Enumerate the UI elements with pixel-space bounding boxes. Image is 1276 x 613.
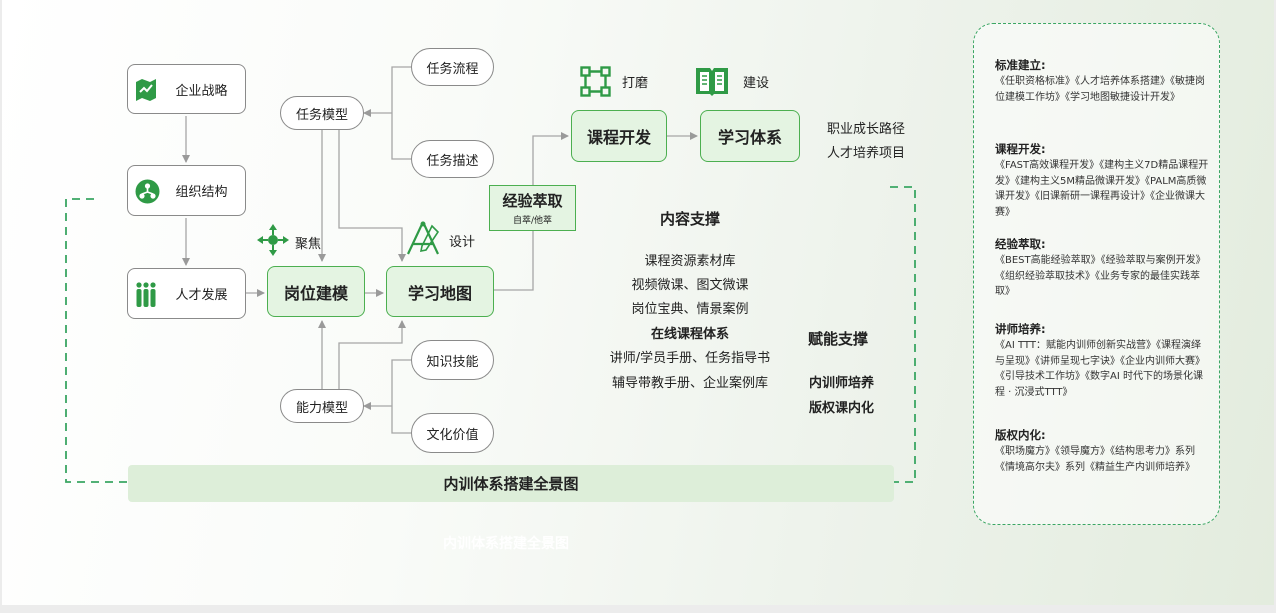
- content-support-title: 内容支撑: [659, 210, 720, 228]
- knowledge-skill-label: 知识技能: [426, 354, 479, 370]
- panel-section-copyright: 版权内化: 《职场魔方》《领导魔方》《结构思考力》系列《情境高尔夫》系列《精益生…: [995, 427, 1210, 475]
- panel-section-title: 标准建立:: [995, 58, 1046, 72]
- polish-icon: [580, 66, 611, 97]
- ability-model-label: 能力模型: [295, 400, 348, 416]
- overview-banner-label: 内训体系搭建全景图: [443, 475, 579, 493]
- task-model-label: 任务模型: [295, 107, 348, 123]
- experience-extraction-node: 经验萃取 自萃/他萃: [489, 185, 576, 231]
- culture-value-node: 文化价值: [411, 413, 494, 453]
- learning-map-label: 学习地图: [407, 283, 472, 303]
- panel-section-standards: 标准建立: 《任职资格标准》《人才培养体系搭建》《敏捷岗位建模工作坊》《学习地图…: [995, 57, 1210, 105]
- panel-section-course-dev: 课程开发: 《FAST高效课程开发》《建构主义7D精品课程开发》《建构主义5M精…: [995, 141, 1210, 220]
- course-development-label: 课程开发: [586, 128, 651, 147]
- career-path-text: 职业成长路径: [827, 122, 906, 137]
- empower-support-title: 赋能支撑: [808, 330, 869, 348]
- panel-section-body: 《AI TTT：赋能内训师创新实战营》《课程演绎与呈现》《讲师呈现七字诀》《企业…: [995, 340, 1205, 398]
- focus-icon: [257, 224, 289, 256]
- position-modeling-node: 岗位建模: [267, 266, 365, 317]
- talent-development-label: 人才发展: [175, 288, 228, 303]
- learning-system-node: 学习体系: [700, 110, 800, 162]
- solutions-panel: 标准建立: 《任职资格标准》《人才培养体系搭建》《敏捷岗位建模工作坊》《学习地图…: [973, 23, 1220, 525]
- task-model-node: 任务模型: [280, 96, 364, 130]
- content-item: 视频微课、图文微课: [631, 278, 749, 293]
- ability-model-node: 能力模型: [280, 389, 364, 423]
- map-icon: [136, 79, 156, 101]
- task-description-node: 任务描述: [411, 140, 494, 178]
- panel-section-body: 《FAST高效课程开发》《建构主义7D精品课程开发》《建构主义5M精品微课开发》…: [995, 160, 1209, 218]
- panel-section-body: 《BEST高能经验萃取》《经验萃取与案例开发》《组织经验萃取技术》《业务专家的最…: [995, 255, 1206, 297]
- experience-extraction-label: 经验萃取: [502, 192, 563, 210]
- experience-extraction-sub: 自萃/他萃: [512, 216, 553, 226]
- content-item: 讲师/学员手册、任务指导书: [609, 351, 771, 366]
- panel-section-title: 讲师培养:: [995, 322, 1046, 336]
- people-icon: [136, 282, 156, 307]
- culture-value-label: 文化价值: [426, 427, 479, 443]
- content-item: 辅导带教手册、企业案例库: [611, 376, 768, 391]
- content-item: 岗位宝典、情景案例: [631, 302, 749, 317]
- focus-label: 聚焦: [295, 237, 322, 252]
- design-label: 设计: [449, 235, 476, 250]
- org-chart-icon: [135, 179, 160, 204]
- talent-development-node: 人才发展: [127, 268, 246, 319]
- panel-section-title: 版权内化:: [995, 428, 1046, 442]
- panel-section-title: 课程开发:: [995, 142, 1046, 156]
- panel-section-trainer: 讲师培养: 《AI TTT：赋能内训师创新实战营》《课程演绎与呈现》《讲师呈现七…: [995, 321, 1210, 400]
- content-item: 在线课程体系: [650, 327, 729, 342]
- org-structure-label: 组织结构: [175, 185, 228, 200]
- overview-banner: 内训体系搭建全景图: [128, 465, 894, 502]
- design-icon: [407, 221, 440, 255]
- book-icon: [696, 68, 728, 96]
- learning-system-label: 学习体系: [717, 128, 782, 147]
- position-modeling-label: 岗位建模: [283, 283, 348, 303]
- task-description-label: 任务描述: [426, 153, 479, 169]
- course-development-node: 课程开发: [571, 110, 667, 162]
- panel-section-body: 《任职资格标准》《人才培养体系搭建》《敏捷岗位建模工作坊》《学习地图敏捷设计开发…: [995, 76, 1205, 103]
- knowledge-skill-node: 知识技能: [411, 340, 494, 380]
- panel-section-title: 经验萃取:: [995, 237, 1046, 251]
- strategy-label: 企业战略: [175, 83, 228, 99]
- learning-map-node: 学习地图: [386, 266, 494, 317]
- org-structure-node: 组织结构: [127, 165, 246, 216]
- strategy-node: 企业战略: [127, 64, 246, 114]
- build-label: 建设: [743, 76, 770, 91]
- empower-item: 版权课内化: [809, 401, 875, 416]
- panel-section-experience: 经验萃取: 《BEST高能经验萃取》《经验萃取与案例开发》《组织经验萃取技术》《…: [995, 236, 1210, 300]
- empower-item: 内训师培养: [809, 376, 875, 391]
- panel-section-body: 《职场魔方》《领导魔方》《结构思考力》系列《情境高尔夫》系列《精益生产内训师培养…: [995, 446, 1195, 473]
- content-item: 课程资源素材库: [644, 254, 736, 269]
- polish-label: 打磨: [622, 76, 649, 91]
- task-flow-label: 任务流程: [426, 61, 479, 77]
- talent-project-text: 人才培养项目: [827, 146, 906, 161]
- task-flow-node: 任务流程: [411, 48, 494, 86]
- overview-caption: 内训体系搭建全景图: [443, 536, 569, 552]
